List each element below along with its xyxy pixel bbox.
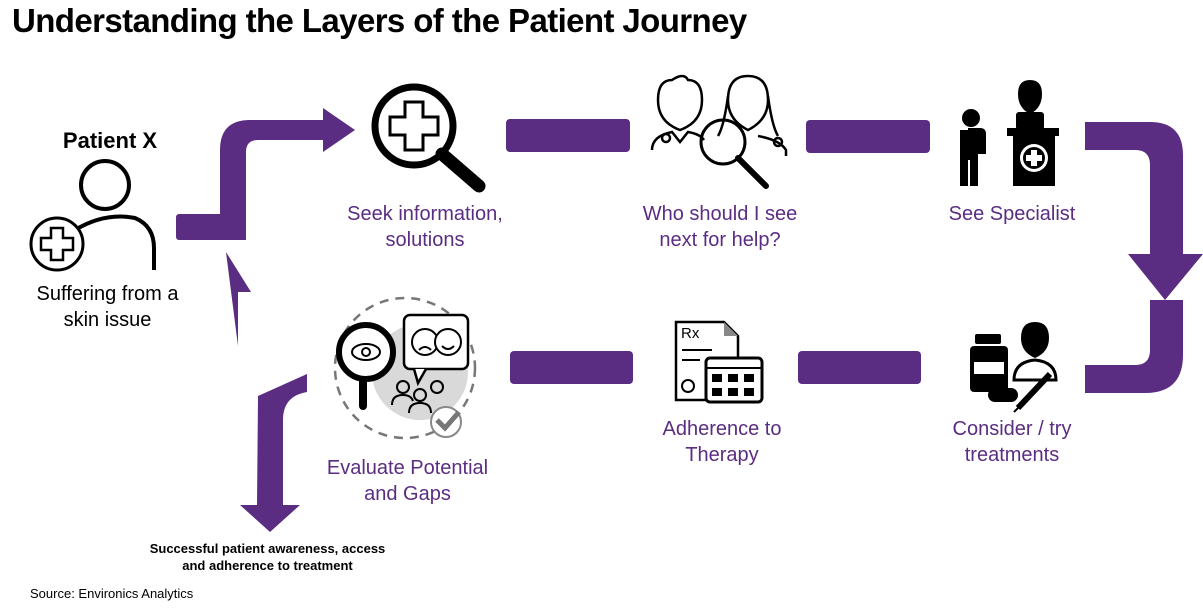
source-note: Source: Environics Analytics (30, 586, 194, 601)
person-with-medical-cross-icon (29, 159, 156, 272)
svg-text:Rx: Rx (681, 325, 700, 342)
step-label-line2: next for help? (659, 229, 781, 251)
step-seek-info: Seek information, solutions (325, 201, 525, 253)
step-adherence: Adherence to Therapy (622, 416, 822, 468)
patient-name: Patient X (62, 128, 158, 153)
page-title: Understanding the Layers of the Patient … (12, 2, 747, 39)
step-consider-treatments: Consider / try treatments (912, 416, 1112, 468)
step-who-to-see: Who should I see next for help? (620, 201, 820, 253)
step-label-line2: and Gaps (364, 483, 451, 505)
arrow-specialist-to-treatments (1085, 122, 1203, 393)
step-label-line2: solutions (385, 229, 465, 251)
step-label-line1: Evaluate Potential (326, 457, 489, 479)
patient-description-line2: skin issue (63, 309, 152, 331)
patient-description: Suffering from a skin issue (10, 281, 205, 333)
connector-adherence-to-evaluate (510, 351, 633, 384)
medicine-doctor-syringe-icon (970, 322, 1058, 413)
patient-doctor-podium-icon (960, 80, 1059, 186)
step-label-line2: Therapy (685, 444, 759, 466)
step-label-line1: Seek information, (347, 203, 503, 225)
arrow-start-to-seek (176, 108, 355, 240)
patient-description-line1: Suffering from a (36, 283, 179, 305)
connector-seek-to-who (506, 119, 630, 152)
outcome-text: Successful patient awareness, access and… (140, 540, 395, 574)
connector-who-to-specialist (806, 120, 930, 153)
connector-treatments-to-adherence (798, 351, 921, 384)
outcome-line2: and adherence to treatment (182, 558, 353, 573)
step-label-line1: See Specialist (948, 203, 1076, 225)
magnifier-medical-cross-icon (371, 83, 486, 193)
doctors-magnifier-icon (650, 74, 788, 189)
outcome-line1: Successful patient awareness, access (149, 541, 386, 556)
prescription-calendar-icon: Rx (674, 320, 764, 404)
arrow-evaluate-to-start (226, 252, 251, 346)
step-evaluate: Evaluate Potential and Gaps (300, 455, 515, 507)
step-label-line1: Consider / try (952, 418, 1072, 440)
step-label-line1: Who should I see (642, 203, 798, 225)
step-see-specialist: See Specialist (912, 201, 1112, 227)
step-label-line2: treatments (964, 444, 1060, 466)
arrow-evaluate-to-outcome (240, 374, 307, 532)
evaluate-feedback-group-icon (333, 296, 477, 440)
step-label-line1: Adherence to (662, 418, 782, 440)
